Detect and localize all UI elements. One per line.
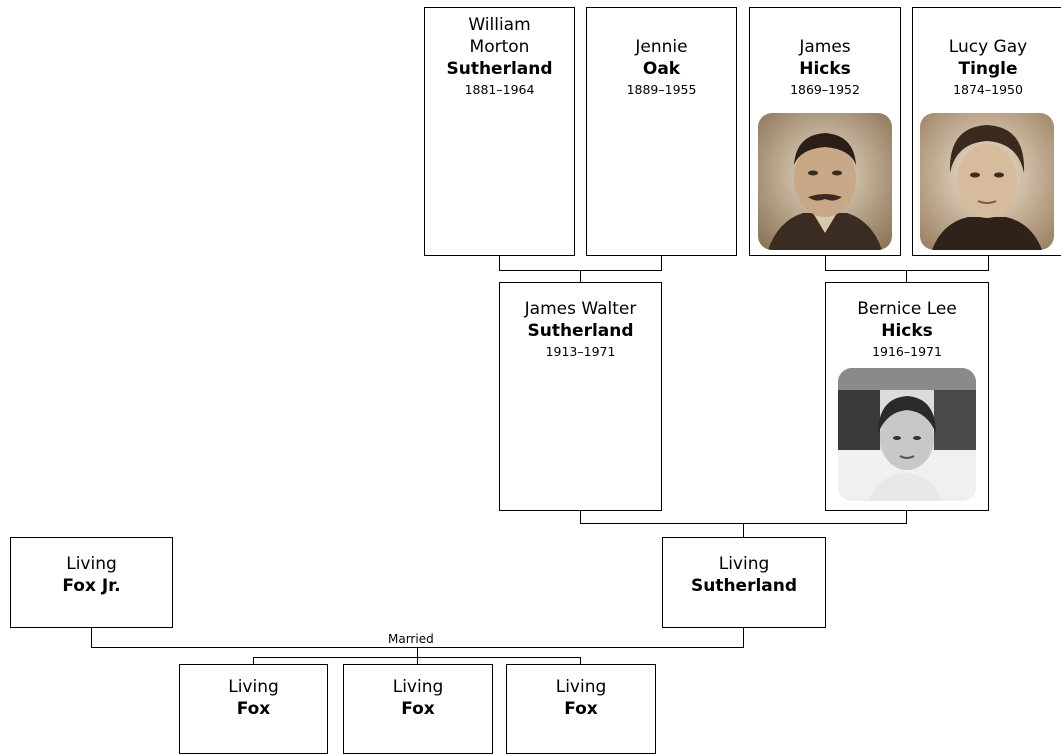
last-name: Hicks	[881, 321, 933, 341]
first-name: Living	[555, 677, 607, 697]
last-name: Hicks	[799, 59, 851, 79]
life-dates: 1874–1950	[953, 82, 1023, 97]
person-card-james-hicks[interactable]: James Hicks 1869–1952	[749, 7, 901, 256]
last-name: Fox	[564, 699, 598, 719]
person-card-william-sutherland[interactable]: William Morton Sutherland 1881–1964	[424, 7, 575, 256]
person-card-living-sutherland[interactable]: Living Sutherland	[662, 537, 826, 628]
life-dates: 1869–1952	[790, 82, 860, 97]
connector	[906, 510, 907, 524]
first-name: James Walter	[524, 299, 637, 319]
first-name: Jennie	[635, 37, 688, 57]
portrait-photo	[920, 113, 1054, 250]
first-name: William Morton	[468, 15, 531, 57]
connector	[743, 627, 744, 647]
life-dates: 1881–1964	[464, 82, 535, 97]
first-name: Living	[66, 554, 117, 574]
connector	[988, 255, 989, 270]
last-name: Fox	[236, 699, 271, 719]
connector	[825, 255, 826, 270]
life-dates: 1913–1971	[545, 344, 616, 359]
last-name: Fox	[401, 699, 435, 719]
marriage-label: Married	[386, 632, 436, 646]
first-name: Lucy Gay	[948, 37, 1028, 57]
portrait-photo	[758, 113, 892, 250]
last-name: Fox Jr.	[62, 576, 121, 596]
last-name: Sutherland	[527, 321, 634, 341]
last-name: Sutherland	[690, 576, 798, 596]
person-card-living-fox-3[interactable]: Living Fox	[506, 664, 656, 754]
first-name: James	[799, 37, 851, 57]
person-card-james-walter-sutherland[interactable]: James Walter Sutherland 1913–1971	[499, 282, 662, 511]
connector	[499, 255, 500, 270]
connector	[91, 627, 92, 647]
portrait-photo	[838, 368, 976, 501]
connector	[417, 647, 418, 657]
life-dates: 1889–1955	[626, 82, 697, 97]
first-name: Living	[392, 677, 444, 697]
connector	[253, 657, 254, 664]
connector	[580, 270, 581, 282]
person-card-jennie-oak[interactable]: Jennie Oak 1889–1955	[586, 7, 737, 256]
connector	[417, 657, 418, 664]
last-name: Tingle	[958, 59, 1018, 79]
last-name: Oak	[642, 59, 681, 79]
first-name: Living	[718, 554, 770, 574]
person-card-living-fox-jr[interactable]: Living Fox Jr.	[10, 537, 173, 628]
first-name: Bernice Lee	[857, 299, 957, 319]
person-card-bernice-hicks[interactable]: Bernice Lee Hicks 1916–1971	[825, 282, 989, 511]
connector	[743, 523, 744, 537]
connector	[906, 270, 907, 282]
connector	[580, 657, 581, 664]
life-dates: 1916–1971	[872, 344, 942, 359]
person-card-lucy-tingle[interactable]: Lucy Gay Tingle 1874–1950	[912, 7, 1061, 256]
connector	[580, 510, 581, 524]
person-card-living-fox-2[interactable]: Living Fox	[343, 664, 493, 754]
connector	[825, 270, 989, 271]
first-name: Living	[228, 677, 279, 697]
connector	[661, 255, 662, 270]
person-card-living-fox-1[interactable]: Living Fox	[179, 664, 328, 754]
last-name: Sutherland	[446, 59, 553, 79]
